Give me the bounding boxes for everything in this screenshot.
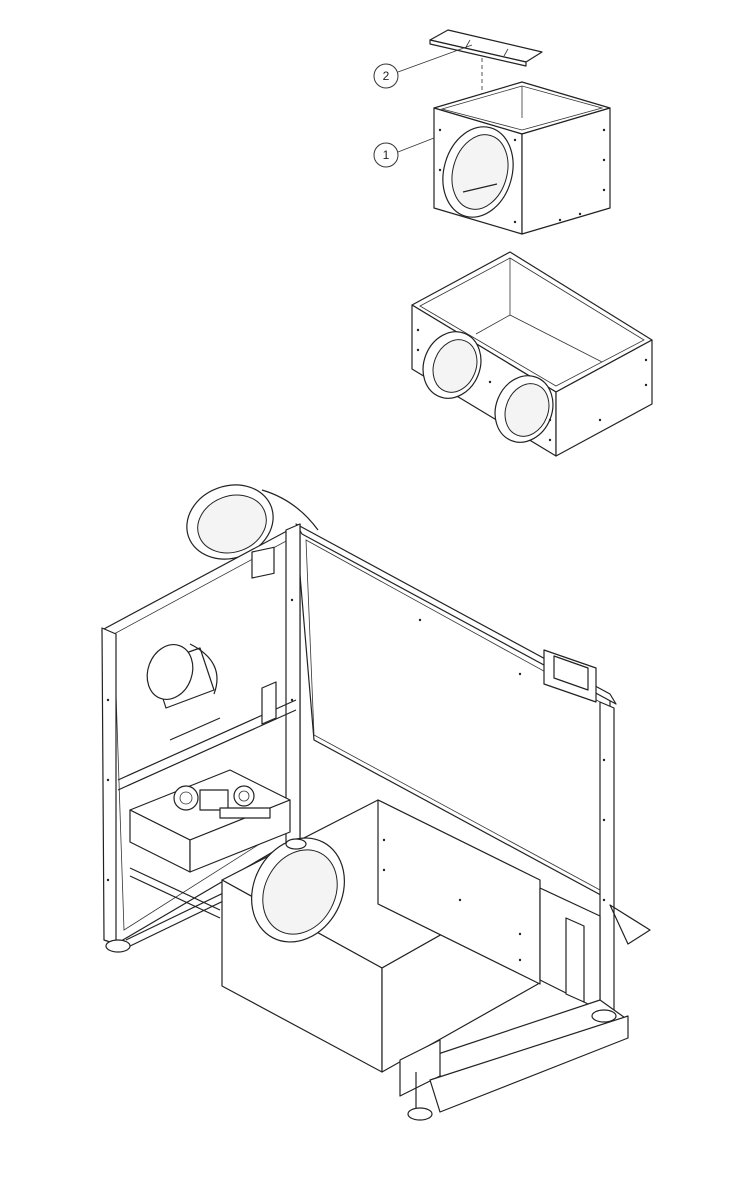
callout-1: 1 bbox=[373, 137, 435, 168]
leveling-foot bbox=[105, 939, 131, 953]
internal-motor-assembly bbox=[129, 769, 291, 873]
leveling-foot bbox=[285, 838, 307, 850]
leveling-foot bbox=[407, 1107, 433, 1121]
callout-1-label: 1 bbox=[383, 148, 390, 162]
main-frame-assembly bbox=[101, 484, 651, 1121]
callout-2: 2 bbox=[373, 44, 473, 89]
rear-duct-collar bbox=[186, 484, 319, 560]
side-port bbox=[146, 643, 218, 709]
large-duct-box-part bbox=[411, 251, 653, 457]
callout-2-label: 2 bbox=[383, 69, 390, 83]
mounting-bracket-part bbox=[429, 29, 543, 122]
small-duct-box-part bbox=[433, 81, 611, 235]
control-display-box bbox=[543, 649, 597, 703]
leveling-foot bbox=[591, 1009, 617, 1023]
